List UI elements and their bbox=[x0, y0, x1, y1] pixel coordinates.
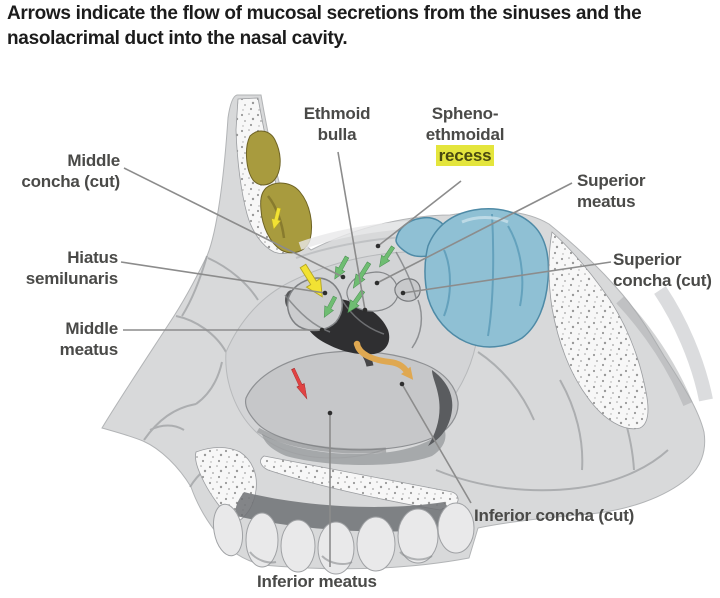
label-middle-concha: Middle concha (cut) bbox=[21, 151, 120, 191]
posterior-shading-2 bbox=[654, 286, 713, 402]
label-superior-concha: Superior concha (cut) bbox=[613, 250, 712, 290]
hard-palate-spongy bbox=[260, 455, 459, 511]
label-hiatus-semilunaris: Hiatus semilunaris bbox=[25, 248, 118, 288]
leader-lines bbox=[120, 151, 612, 567]
flow-arrows bbox=[268, 206, 414, 402]
teeth bbox=[212, 502, 475, 575]
leader-dots bbox=[319, 243, 406, 416]
alveolar-shadow bbox=[235, 492, 451, 532]
teeth-shading bbox=[249, 551, 433, 565]
label-sphenoethmoidal-recess: Spheno-ethmoidal recess bbox=[415, 103, 515, 166]
posterior-shading bbox=[616, 296, 693, 406]
label-recess-highlight: recess bbox=[435, 145, 495, 166]
inferior-meatus-shadow bbox=[262, 428, 446, 465]
clivus-spongy-bone bbox=[548, 231, 649, 430]
figure-caption: Arrows indicate the flow of mucosal secr… bbox=[7, 1, 719, 51]
caption-line-2: nasolacrimal duct into the nasal cavity. bbox=[7, 28, 348, 49]
label-superior-meatus: Superior meatus bbox=[577, 171, 646, 211]
caption-line-1: Arrows indicate the flow of mucosal secr… bbox=[7, 3, 642, 24]
label-inferior-meatus: Inferior meatus bbox=[257, 572, 377, 591]
concha-bottom-shadow bbox=[256, 427, 387, 454]
label-inferior-concha: Inferior concha (cut) bbox=[474, 506, 635, 525]
orange-arrow bbox=[353, 340, 414, 380]
label-middle-meatus: Middle meatus bbox=[59, 319, 119, 359]
frontal-sinus bbox=[245, 130, 313, 254]
superior-concha-cut bbox=[394, 278, 421, 302]
label-ethmoid-bulla: Ethmoid bulla bbox=[303, 104, 371, 144]
middle-concha-cut bbox=[286, 277, 343, 332]
lamella-lines bbox=[284, 251, 423, 349]
label-sphenoethmoidal-text: Spheno-ethmoidal bbox=[425, 104, 505, 144]
inferior-concha-cut-edge bbox=[428, 370, 453, 446]
